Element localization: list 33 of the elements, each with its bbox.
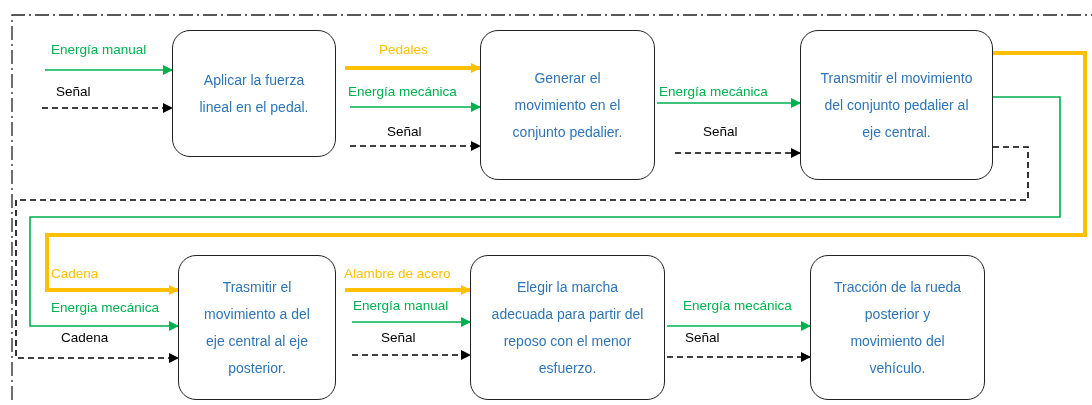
arrow [351,317,471,327]
process-text: Aplicar la fuerza lineal en el pedal. [198,70,310,117]
process-box [172,30,336,157]
process-box [178,255,336,400]
arrow [41,103,173,113]
process-box [480,30,655,180]
edge-label: Energía manual [50,42,148,58]
edge-label: Energía mecánica [658,84,769,100]
arrow [44,65,173,75]
arrow [15,146,1029,363]
arrow [351,350,471,360]
process-text: Generar el movimiento en el conjunto pedalier. [511,68,624,142]
arrow [345,63,481,73]
process-box [800,30,993,180]
process-box [470,255,665,400]
process-text: Elegir la marcha adecuada para partir del reposo con el menor esfuerzo. [490,277,645,378]
process-box [810,255,985,400]
edge-label: Energía mecánica [347,84,458,100]
arrow [656,98,801,108]
edge-label: Energía manual [352,298,450,314]
arrow [674,148,801,158]
arrow [349,141,481,151]
arrow [349,102,481,112]
process-text: Trasmitir el movimiento a del eje central al eje posterior. [203,277,311,378]
process-text: Tracción de la rueda posterior y movimiento del vehículo. [832,277,963,378]
arrow [666,352,811,362]
edge-label: Energía mecánica [682,298,793,314]
arrow [45,51,1087,295]
edge-label: Energia mecánica [50,300,161,316]
arrow [345,285,471,295]
arrow [29,96,1061,331]
arrow [666,321,811,331]
process-text: Transmitir el movimiento del conjunto pedalier al eje central. [819,68,974,142]
